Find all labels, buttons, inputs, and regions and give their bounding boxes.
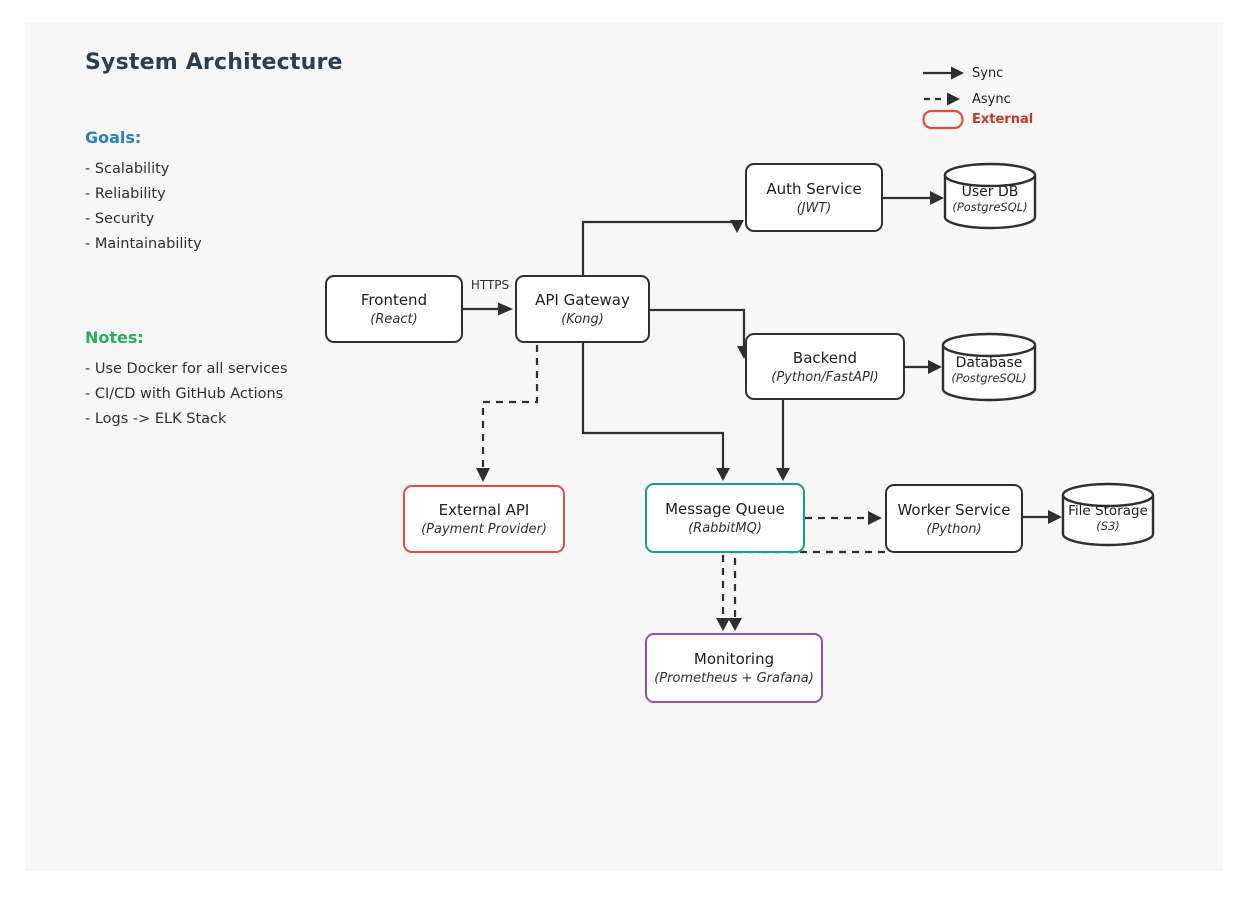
node-title: Monitoring — [693, 650, 775, 668]
node-monitoring: Monitoring (Prometheus + Grafana) — [645, 633, 823, 703]
node-subtitle: (Payment Provider) — [421, 522, 547, 537]
node-title: API Gateway — [535, 291, 630, 309]
node-title: Worker Service — [897, 500, 1011, 519]
goal-item: - Maintainability — [85, 236, 202, 252]
node-database: Database (PostgreSQL) — [943, 355, 1035, 385]
node-title: Frontend — [360, 291, 428, 309]
diagram-panel — [25, 22, 1223, 871]
node-subtitle: (PostgreSQL) — [951, 371, 1027, 385]
node-api-gateway: API Gateway (Kong) — [515, 275, 650, 343]
node-auth-service: Auth Service (JWT) — [745, 163, 883, 232]
note-item: - CI/CD with GitHub Actions — [85, 386, 284, 402]
edge-label-https: HTTPS — [470, 278, 510, 292]
node-title: Message Queue — [665, 500, 785, 518]
node-file-storage: File Storage (S3) — [1061, 503, 1155, 533]
note-item: - Use Docker for all services — [85, 361, 288, 377]
node-subtitle: (React) — [370, 312, 418, 327]
node-frontend: Frontend (React) — [325, 275, 463, 343]
node-title: Database — [955, 355, 1023, 371]
node-subtitle: (RabbitMQ) — [688, 521, 762, 536]
legend-sync-label: Sync — [972, 66, 1004, 81]
node-backend: Backend (Python/FastAPI) — [745, 333, 905, 400]
node-subtitle: (S3) — [1096, 519, 1120, 533]
node-subtitle: (JWT) — [796, 200, 832, 216]
notes-list: - Use Docker for all services - CI/CD wi… — [85, 357, 288, 432]
legend-async-label: Async — [972, 92, 1011, 107]
goals-list: - Scalability - Reliability - Security -… — [85, 157, 202, 257]
goal-item: - Security — [85, 211, 155, 227]
notes-heading: Notes: — [85, 328, 144, 347]
node-title: File Storage — [1068, 503, 1148, 519]
node-title: Auth Service — [766, 179, 862, 198]
node-subtitle: (Kong) — [561, 312, 604, 327]
node-subtitle: (PostgreSQL) — [952, 200, 1028, 214]
node-message-queue: Message Queue (RabbitMQ) — [645, 483, 805, 553]
note-item: - Logs -> ELK Stack — [85, 411, 227, 427]
node-title: User DB — [961, 184, 1019, 200]
node-user-db: User DB (PostgreSQL) — [945, 184, 1035, 214]
page-title: System Architecture — [85, 50, 343, 75]
goal-item: - Scalability — [85, 161, 170, 177]
node-subtitle: (Prometheus + Grafana) — [654, 671, 814, 686]
node-subtitle: (Python) — [926, 521, 982, 537]
node-subtitle: (Python/FastAPI) — [771, 369, 879, 385]
node-worker-service: Worker Service (Python) — [885, 484, 1023, 553]
legend-external-label: External — [972, 112, 1034, 127]
node-external-api: External API (Payment Provider) — [403, 485, 565, 553]
goals-heading: Goals: — [85, 128, 142, 147]
node-title: Backend — [792, 348, 858, 367]
node-title: External API — [438, 501, 530, 519]
goal-item: - Reliability — [85, 186, 166, 202]
